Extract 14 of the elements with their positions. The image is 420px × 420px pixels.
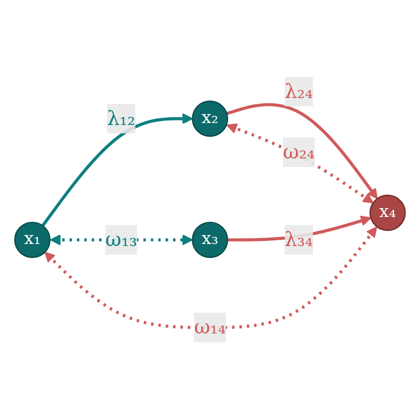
edge-label: ω₂₄ [282,140,315,164]
node-circle: x₄ [369,195,406,232]
edge-label: ω₁₄ [194,316,226,340]
arrow [226,124,374,204]
node-circle: x₃ [192,222,228,258]
node-circle: x₁ [14,222,51,258]
arrow [44,227,378,330]
edge-label: λ₃₄ [284,228,313,252]
edge-label: ω₁₃ [105,228,138,252]
node-circle: x₂ [192,100,228,138]
edge-label: λ₁₂ [107,106,136,130]
arrow [226,104,378,200]
arrow [42,114,193,228]
edge-label: λ₂₄ [284,80,313,104]
